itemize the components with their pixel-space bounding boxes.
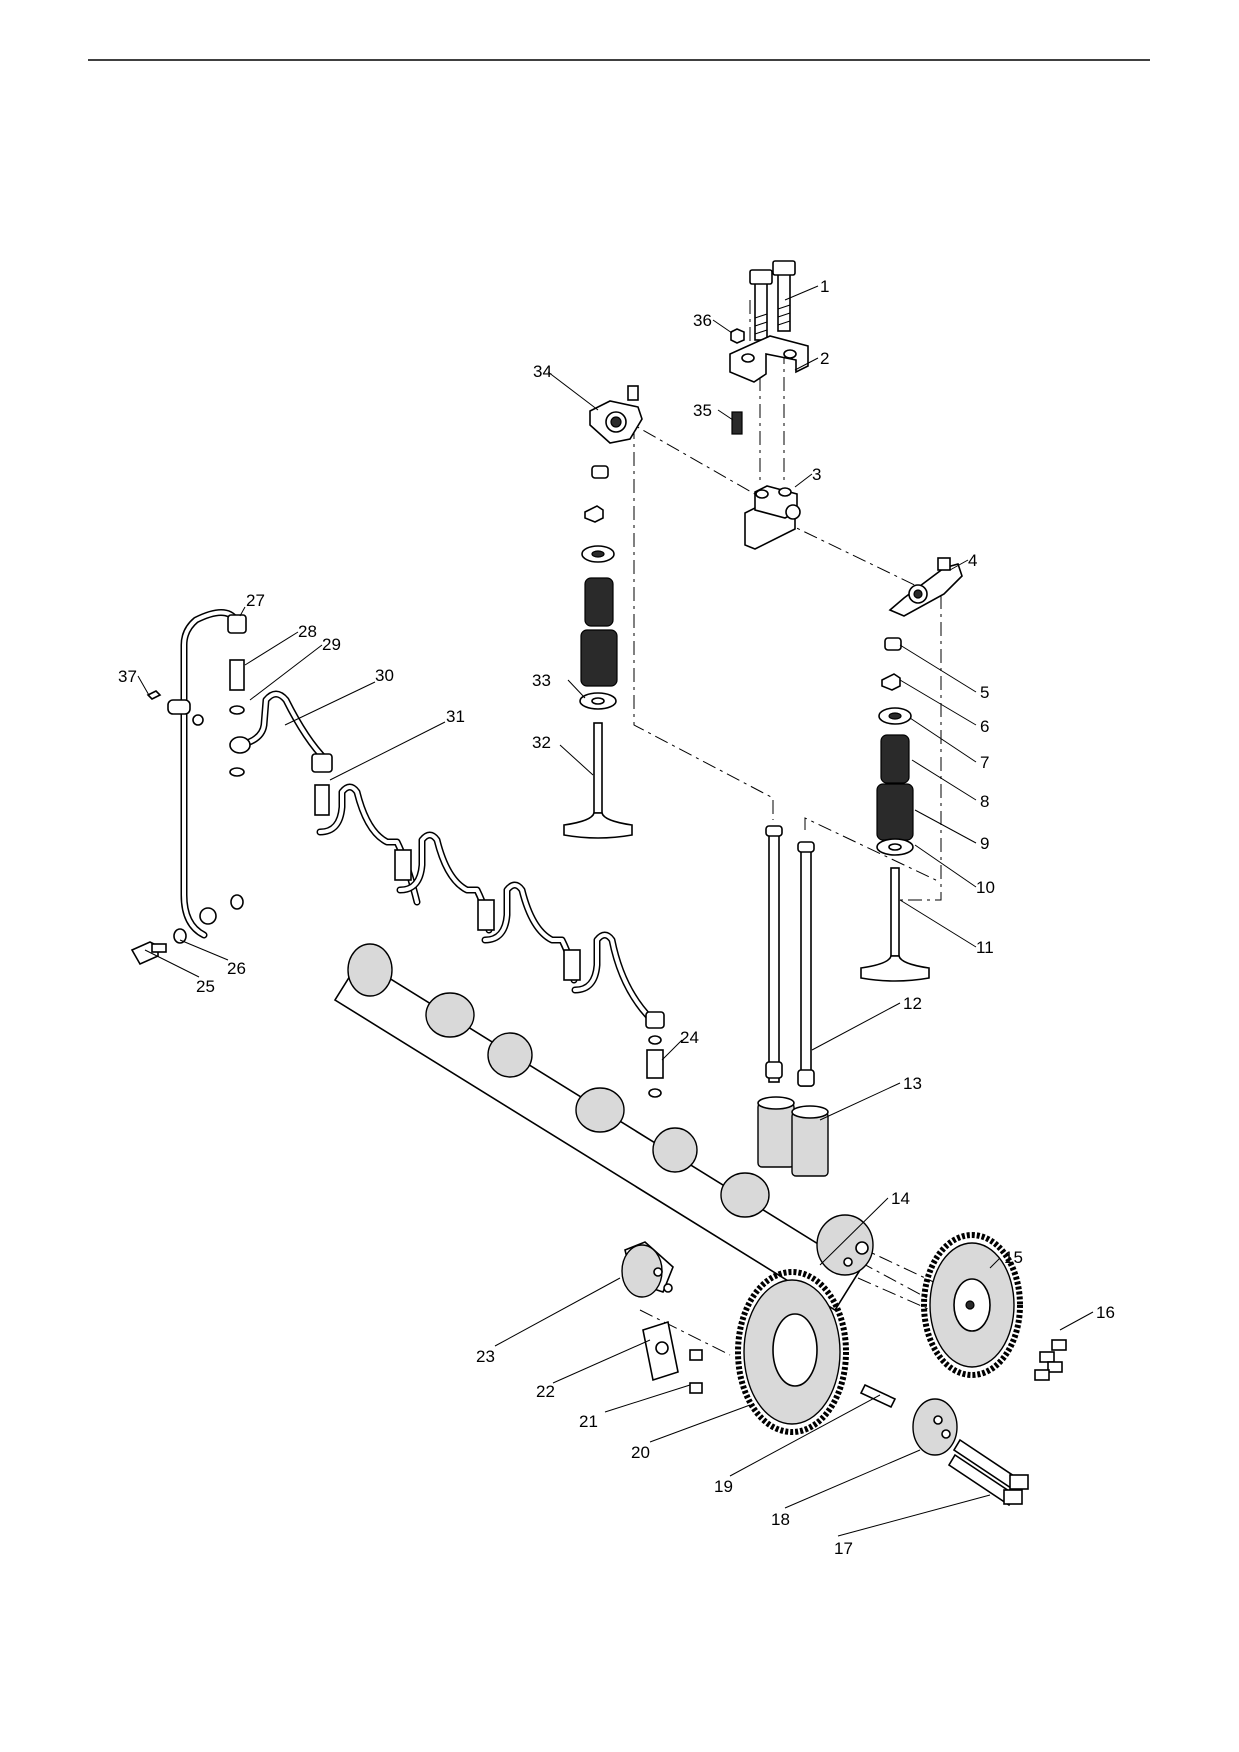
callout-11: 11	[976, 938, 994, 957]
callout-labels: 1 2 3 4 5 6 7 8 9 10 11 12 13 14 15 16 1…	[118, 277, 1115, 1558]
callout-23: 23	[476, 1347, 495, 1366]
long-bolts	[947, 1438, 1029, 1507]
hub-washer	[912, 1398, 958, 1456]
callout-4: 4	[968, 551, 977, 570]
callout-24: 24	[680, 1028, 699, 1047]
rocker-bracket-lower	[744, 485, 801, 550]
callout-7: 7	[980, 753, 989, 772]
callout-9: 9	[980, 834, 989, 853]
rocker-arm-left	[589, 385, 643, 444]
nut	[730, 328, 745, 344]
callout-31: 31	[446, 707, 465, 726]
rocker-arm-right	[888, 557, 963, 617]
callout-35: 35	[693, 401, 712, 420]
callout-30: 30	[375, 666, 394, 685]
callout-33: 33	[532, 671, 551, 690]
callout-13: 13	[903, 1074, 922, 1093]
injector-pipes	[311, 753, 665, 1098]
tappets	[757, 1096, 829, 1177]
callout-34: 34	[533, 362, 552, 381]
thrust-washer	[621, 1241, 674, 1298]
callout-12: 12	[903, 994, 922, 1013]
callout-26: 26	[227, 959, 246, 978]
callout-28: 28	[298, 622, 317, 641]
gear-bolts-small	[1034, 1339, 1067, 1381]
assembly-center-lines	[619, 300, 942, 1356]
callout-32: 32	[532, 733, 551, 752]
gear-right	[921, 1232, 1023, 1378]
callout-18: 18	[771, 1510, 790, 1529]
callout-22: 22	[536, 1382, 555, 1401]
callout-20: 20	[631, 1443, 650, 1462]
screw	[731, 411, 743, 435]
valve-train-left	[563, 465, 633, 839]
callout-14: 14	[891, 1189, 910, 1208]
callout-15: 15	[1004, 1248, 1023, 1267]
callout-8: 8	[980, 792, 989, 811]
callout-21: 21	[579, 1412, 598, 1431]
callout-5: 5	[980, 683, 989, 702]
callout-6: 6	[980, 717, 989, 736]
callout-27: 27	[246, 591, 265, 610]
callout-10: 10	[976, 878, 995, 897]
callout-1: 1	[820, 277, 829, 296]
callout-17: 17	[834, 1539, 853, 1558]
rocker-bracket-upper	[729, 335, 809, 383]
oil-pipe-assembly	[130, 609, 330, 966]
callout-3: 3	[812, 465, 821, 484]
push-rods	[765, 825, 815, 1087]
callout-16: 16	[1096, 1303, 1115, 1322]
thrust-plate	[642, 1320, 679, 1382]
plate-screws	[689, 1349, 703, 1394]
callout-19: 19	[714, 1477, 733, 1496]
callout-25: 25	[196, 977, 215, 996]
callout-2: 2	[820, 349, 829, 368]
valve-train-right	[860, 637, 930, 982]
gear-left	[735, 1269, 849, 1435]
callout-37: 37	[118, 667, 137, 686]
callout-29: 29	[322, 635, 341, 654]
callout-leader-lines	[137, 285, 1094, 1537]
bolt-pair	[749, 260, 796, 341]
callout-36: 36	[693, 311, 712, 330]
